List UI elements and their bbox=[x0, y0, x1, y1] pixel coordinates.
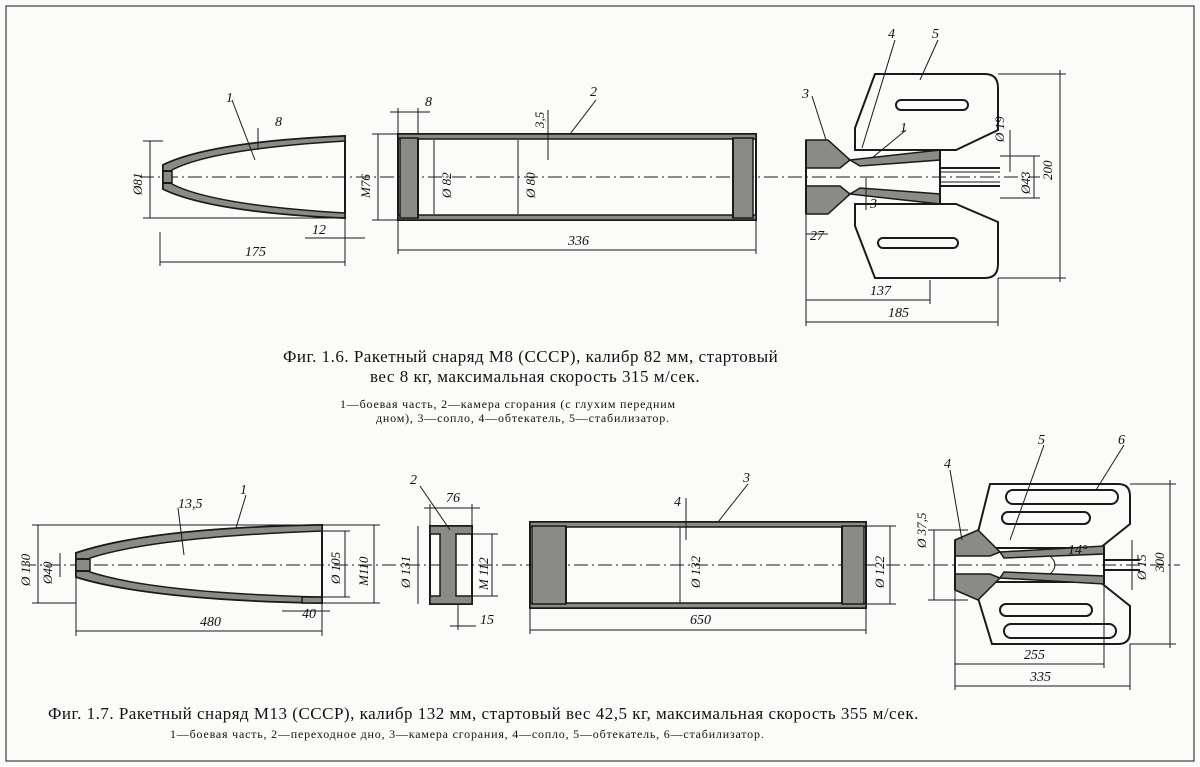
fig17-label-d105: Ø 105 bbox=[328, 551, 343, 585]
fig17-label-4: 4 bbox=[674, 495, 681, 510]
fig16-label-200: 200 bbox=[1040, 160, 1055, 180]
fig17-label-d132: Ø 132 bbox=[688, 555, 703, 589]
fig16-legend-line2: дном), 3—сопло, 4—обтекатель, 5—стабилиз… bbox=[376, 411, 670, 425]
fig16-combustion-chamber bbox=[397, 133, 757, 221]
fig17-label-40: 40 bbox=[302, 607, 316, 622]
fig17-label-d37-5: Ø 37,5 bbox=[914, 512, 929, 549]
fig16-nozzle-lower bbox=[805, 185, 852, 215]
fig16-nozzle-upper bbox=[805, 139, 852, 169]
fig17-label-d130: Ø 130 bbox=[18, 553, 33, 587]
fig16-label-336: 336 bbox=[567, 234, 589, 249]
fig16-label-3-5: 3,5 bbox=[532, 111, 547, 129]
fig17-label-d40: Ø40 bbox=[40, 561, 55, 585]
fig16-label-8-top: 8 bbox=[425, 95, 432, 110]
fig17-label-650: 650 bbox=[690, 613, 711, 628]
fig16-label-d43: Ø43 bbox=[1018, 171, 1033, 195]
fig17-label-d15: Ø 15 bbox=[1134, 554, 1149, 581]
fig17-label-part3: 3 bbox=[742, 471, 750, 486]
fig16-label-d82: Ø 82 bbox=[439, 172, 454, 199]
fig16-label-part4: 4 bbox=[888, 27, 895, 42]
fig17-label-14deg: 14° bbox=[1068, 543, 1088, 558]
fig17-label-part1: 1 bbox=[240, 483, 247, 498]
fig17-label-part5: 5 bbox=[1038, 433, 1045, 448]
fig17-label-m112: M 112 bbox=[476, 557, 491, 591]
fig16-label-12: 12 bbox=[312, 223, 326, 238]
fig17-nozzle-upper bbox=[954, 529, 1002, 557]
fig17-label-m110: M110 bbox=[356, 556, 371, 587]
fig16-label-part3: 3 bbox=[801, 87, 809, 102]
fig17-label-part6: 6 bbox=[1118, 433, 1125, 448]
fig16-label-part1b: 1 bbox=[900, 121, 907, 136]
fig17-label-part4: 4 bbox=[944, 457, 951, 472]
fig17-label-13-5: 13,5 bbox=[178, 497, 203, 512]
fig16-label-m76: M76 bbox=[358, 174, 373, 199]
fig16-label-d81: Ø81 bbox=[130, 173, 145, 196]
fig17-label-76: 76 bbox=[446, 491, 460, 506]
fig17-label-part2: 2 bbox=[410, 473, 417, 488]
sheet-frame bbox=[5, 5, 1195, 762]
fig17-label-15: 15 bbox=[480, 613, 494, 628]
fig16-label-d80: Ø 80 bbox=[523, 172, 538, 199]
fig16-label-part1: 1 bbox=[226, 91, 233, 106]
fig16-label-part3b: 3 bbox=[869, 197, 877, 212]
fig16-label-27: 27 bbox=[810, 229, 825, 244]
fig17-label-335: 335 bbox=[1029, 670, 1051, 685]
fig17-tail-assembly bbox=[954, 483, 1140, 645]
fig16-label-part2: 2 bbox=[590, 85, 597, 100]
fig17-nozzle-lower bbox=[954, 573, 1002, 601]
fig16-caption-line2: вес 8 кг, максимальная скорость 315 м/се… bbox=[370, 367, 701, 386]
fig16-warhead bbox=[162, 134, 346, 220]
fig16-tail-assembly bbox=[805, 73, 1000, 279]
fig16-legend-line1: 1—боевая часть, 2—камера сгорания (с глу… bbox=[340, 397, 676, 411]
fig17-label-300: 300 bbox=[1152, 552, 1167, 573]
fig16-label-137: 137 bbox=[870, 284, 892, 299]
fig16-label-d19: Ø 19 bbox=[992, 116, 1007, 143]
fig16-label-175: 175 bbox=[245, 245, 266, 260]
fig17-label-d122: Ø 122 bbox=[872, 555, 887, 589]
fig16-label-8: 8 bbox=[275, 115, 282, 130]
fig17-stabilizer-lower bbox=[977, 581, 1131, 645]
fig17-stabilizer-upper bbox=[977, 483, 1131, 549]
fig17-combustion-chamber bbox=[529, 521, 867, 609]
fig17-warhead bbox=[75, 523, 323, 605]
fig17-caption: Фиг. 1.7. Ракетный снаряд М13 (СССР), ка… bbox=[48, 704, 919, 723]
fig17-label-480: 480 bbox=[200, 615, 221, 630]
fig16-caption-line1: Фиг. 1.6. Ракетный снаряд М8 (СССР), кал… bbox=[283, 347, 779, 366]
fig16-stabilizer-lower bbox=[854, 203, 999, 279]
fig16-label-185: 185 bbox=[888, 306, 909, 321]
fig17-legend: 1—боевая часть, 2—переходное дно, 3—каме… bbox=[170, 727, 765, 741]
fig16-stabilizer-upper bbox=[854, 73, 999, 151]
fig16-label-part5: 5 bbox=[932, 27, 939, 42]
fig17-label-d131: Ø 131 bbox=[398, 556, 413, 589]
fig17-label-255: 255 bbox=[1024, 648, 1045, 663]
